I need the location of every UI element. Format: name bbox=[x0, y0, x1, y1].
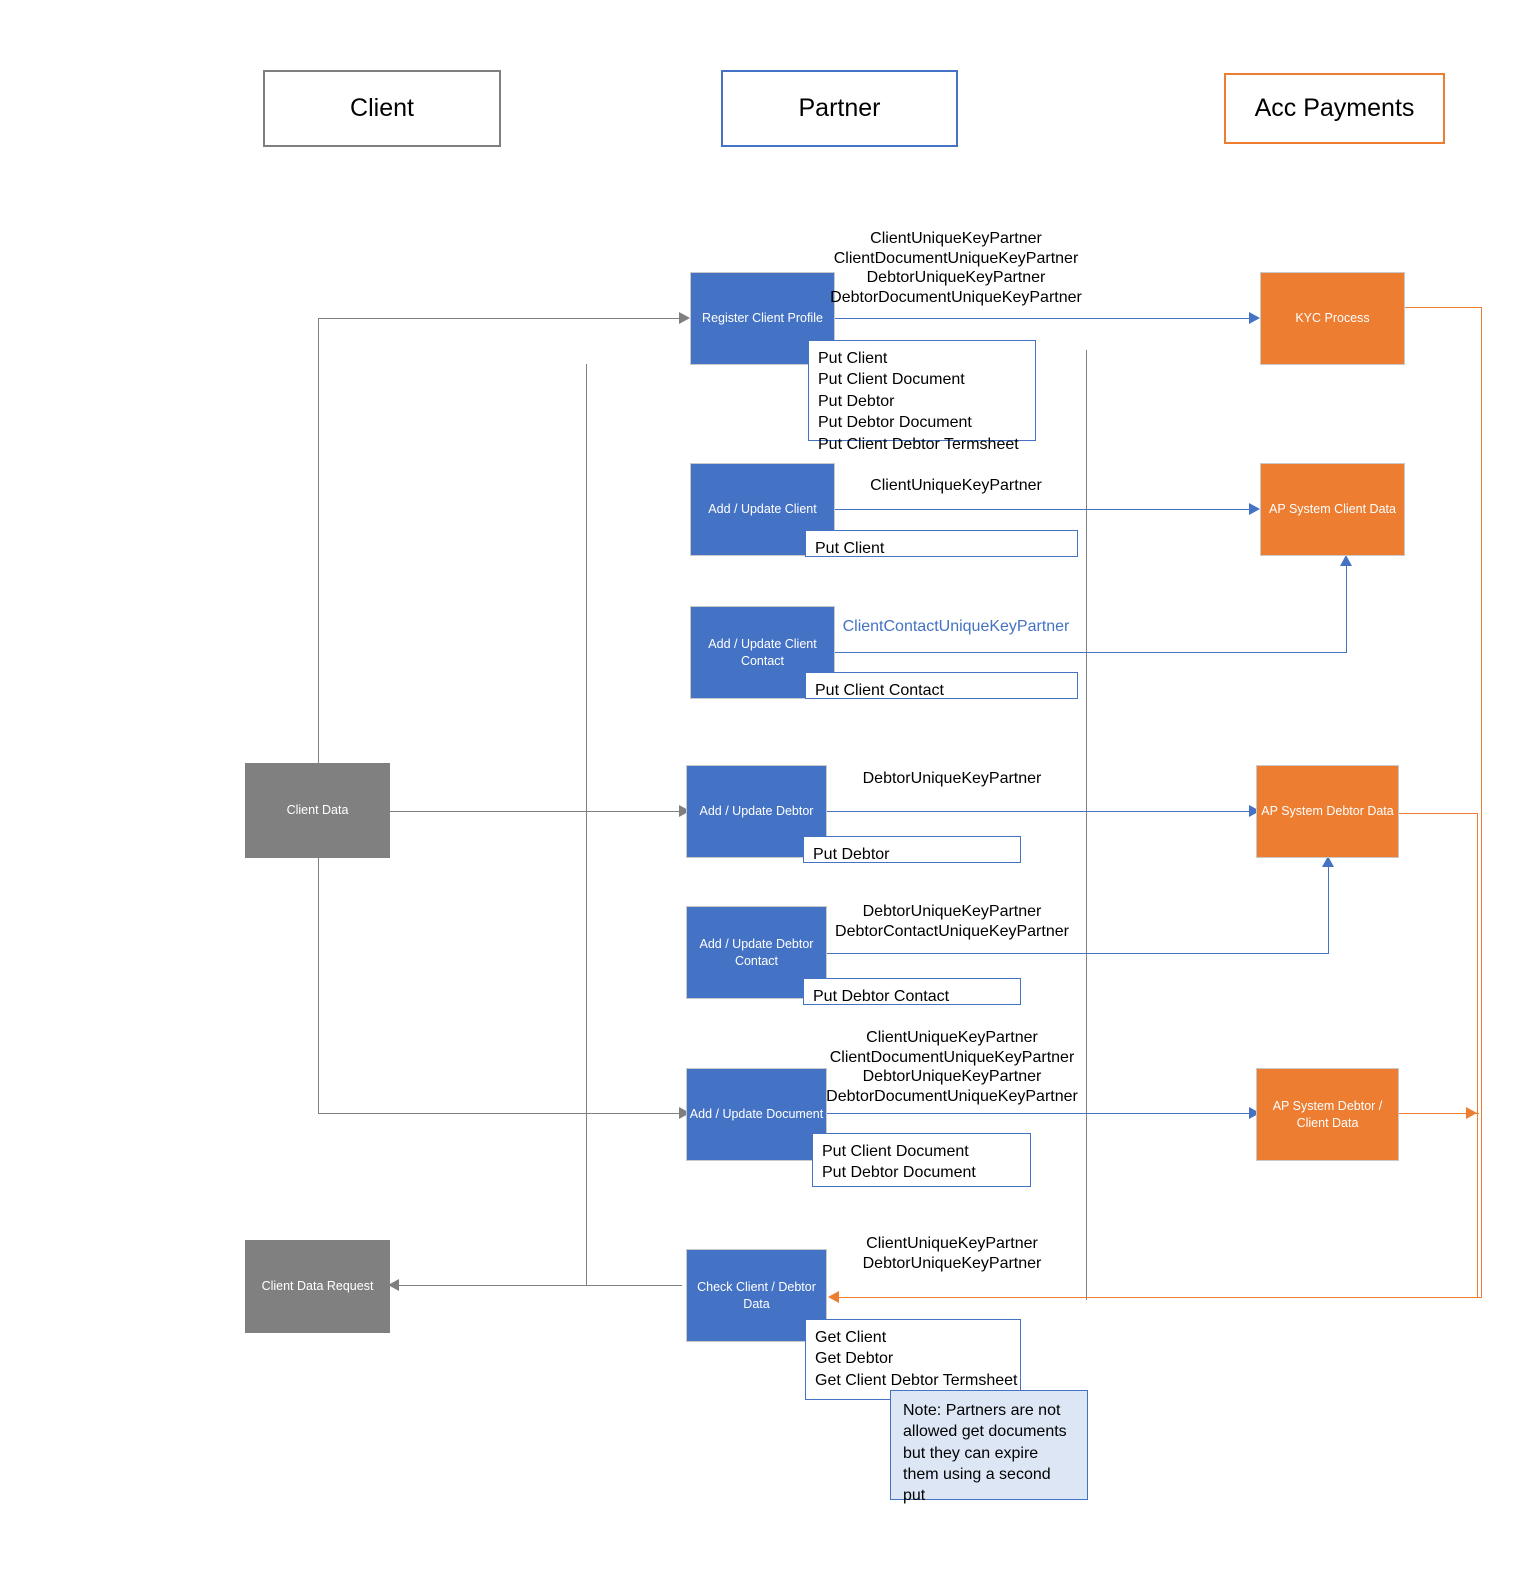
connector-check-to-client-data-request bbox=[398, 1285, 682, 1286]
key-label-check: ClientUniqueKeyPartner DebtorUniqueKeyPa… bbox=[862, 1235, 1042, 1272]
key-label-register: ClientUniqueKeyPartner ClientDocumentUni… bbox=[830, 230, 1082, 306]
connector-register-to-kyc bbox=[832, 318, 1250, 319]
note-partners-documents: Note: Partners are not allowed get docum… bbox=[890, 1390, 1088, 1504]
partner-lane-spine-right bbox=[1086, 350, 1087, 1300]
node-ap-system-client-data[interactable]: AP System Client Data bbox=[1260, 463, 1405, 556]
node-ap-system-client-data-label: AP System Client Data bbox=[1269, 502, 1396, 517]
connector-client-data-to-debtor bbox=[390, 811, 680, 812]
partner-lane-spine-left bbox=[586, 364, 587, 1286]
arrowhead-kyc-process bbox=[1249, 312, 1260, 324]
node-kyc-process[interactable]: KYC Process bbox=[1260, 272, 1405, 365]
connector-ap-debtor-client-to-right-spine bbox=[1399, 1113, 1479, 1114]
key-label-client: ClientUniqueKeyPartner bbox=[870, 477, 1042, 494]
connector-client-to-ap-client bbox=[832, 509, 1250, 510]
right-spine-orange-outer bbox=[1481, 307, 1482, 1298]
callout-check-client-debtor-data: Get Client Get Debtor Get Client Debtor … bbox=[805, 1319, 1021, 1400]
connector-client-to-document bbox=[318, 1113, 680, 1114]
callout-add-update-client-contact: Put Client Contact bbox=[805, 672, 1078, 699]
connector-client-spine-upper bbox=[318, 318, 319, 812]
lane-header-client: Client bbox=[263, 70, 501, 147]
arrowhead-client-data-request bbox=[388, 1279, 399, 1291]
connector-debtor-contact-vertical bbox=[1328, 866, 1329, 954]
node-add-update-document-label: Add / Update Document bbox=[689, 1107, 824, 1122]
callout-add-update-client: Put Client bbox=[805, 530, 1078, 557]
arrowhead-ap-system-debtor-client-data bbox=[1249, 1107, 1260, 1119]
node-ap-system-debtor-client-data[interactable]: AP System Debtor / Client Data bbox=[1256, 1068, 1399, 1161]
key-label-document: ClientUniqueKeyPartner ClientDocumentUni… bbox=[826, 1029, 1078, 1105]
node-add-update-debtor-contact-label: Add / Update Debtor Contact bbox=[699, 936, 814, 968]
lane-header-client-label: Client bbox=[350, 94, 414, 122]
node-ap-system-debtor-data[interactable]: AP System Debtor Data bbox=[1256, 765, 1399, 858]
arrowhead-ap-debtor-data-from-contact bbox=[1322, 856, 1334, 867]
connector-debtor-to-ap-debtor bbox=[826, 811, 1250, 812]
arrowhead-right-spine-join bbox=[1466, 1107, 1477, 1119]
node-check-client-debtor-data[interactable]: Check Client / Debtor Data bbox=[686, 1249, 827, 1342]
node-kyc-process-label: KYC Process bbox=[1295, 311, 1370, 326]
lane-header-partner-label: Partner bbox=[798, 94, 881, 122]
node-register-client-profile-label: Register Client Profile bbox=[702, 311, 823, 326]
key-label-debtor: DebtorUniqueKeyPartner bbox=[862, 770, 1042, 787]
node-add-update-client-contact-label: Add / Update Client Contact bbox=[708, 636, 817, 668]
connector-kyc-to-right-spine bbox=[1404, 307, 1481, 308]
arrowhead-add-update-document bbox=[679, 1107, 690, 1119]
connector-client-contact-vertical bbox=[1346, 565, 1347, 653]
arrowhead-ap-system-client-data bbox=[1249, 503, 1260, 515]
arrowhead-check-client-debtor-data bbox=[828, 1291, 839, 1303]
node-client-data[interactable]: Client Data bbox=[245, 763, 390, 858]
arrowhead-ap-client-data-from-contact bbox=[1340, 555, 1352, 566]
node-client-data-request[interactable]: Client Data Request bbox=[245, 1240, 390, 1333]
lane-header-partner: Partner bbox=[721, 70, 958, 147]
arrowhead-add-update-debtor bbox=[679, 805, 690, 817]
node-client-data-label: Client Data bbox=[286, 803, 349, 818]
lane-header-acc-payments: Acc Payments bbox=[1224, 73, 1445, 144]
connector-document-to-ap-debtor-client bbox=[826, 1113, 1250, 1114]
node-check-client-debtor-data-label: Check Client / Debtor Data bbox=[697, 1279, 816, 1311]
connector-client-to-register bbox=[318, 318, 680, 319]
callout-add-update-document: Put Client Document Put Debtor Document bbox=[812, 1133, 1031, 1187]
arrowhead-register-client-profile bbox=[679, 312, 690, 324]
right-spine-orange-inner bbox=[1477, 813, 1478, 1298]
connector-ap-debtor-to-right-spine bbox=[1399, 813, 1477, 814]
arrowhead-ap-system-debtor-data bbox=[1249, 805, 1260, 817]
connector-debtor-contact-horizontal bbox=[826, 953, 1329, 954]
key-label-client-contact: ClientContactUniqueKeyPartner bbox=[842, 618, 1070, 635]
node-ap-system-debtor-client-data-label: AP System Debtor / Client Data bbox=[1272, 1098, 1383, 1130]
lane-header-acc-payments-label: Acc Payments bbox=[1254, 94, 1415, 122]
node-add-update-document[interactable]: Add / Update Document bbox=[686, 1068, 827, 1161]
key-label-debtor-contact: DebtorUniqueKeyPartner DebtorContactUniq… bbox=[835, 903, 1069, 940]
connector-right-spine-to-check bbox=[838, 1297, 1481, 1298]
node-add-update-debtor-label: Add / Update Debtor bbox=[699, 804, 814, 819]
connector-client-contact-horizontal bbox=[832, 652, 1347, 653]
connector-client-spine-lower bbox=[318, 811, 319, 1114]
node-client-data-request-label: Client Data Request bbox=[261, 1279, 374, 1294]
callout-register-client-profile: Put Client Put Client Document Put Debto… bbox=[808, 340, 1036, 453]
node-ap-system-debtor-data-label: AP System Debtor Data bbox=[1261, 804, 1394, 819]
callout-add-update-debtor-contact: Put Debtor Contact bbox=[803, 978, 1021, 1005]
callout-add-update-debtor: Put Debtor bbox=[803, 836, 1021, 863]
node-add-update-client-label: Add / Update Client bbox=[708, 502, 817, 517]
